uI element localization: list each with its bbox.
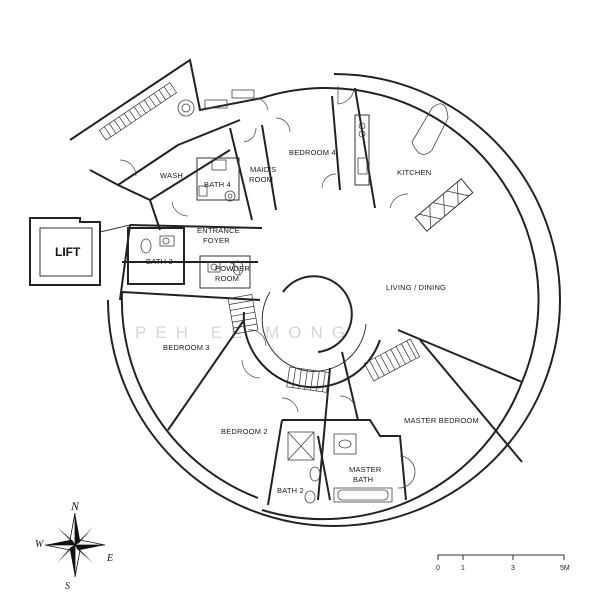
scale-label-1: 1	[461, 565, 465, 572]
label-powder-room-2: ROOM	[215, 274, 239, 283]
label-bath2: BATH 2	[277, 486, 304, 495]
service-stair	[98, 82, 255, 141]
bath4-fixtures	[198, 159, 236, 202]
lift-shaft	[29, 217, 131, 286]
watermark-text: PEH EE MONG	[135, 323, 354, 342]
scale-label-5m: 5M	[560, 565, 570, 572]
label-living-dining: LIVING / DINING	[386, 283, 446, 292]
scale-label-3: 3	[511, 565, 515, 572]
label-master-bedroom: MASTER BEDROOM	[404, 416, 479, 425]
label-bedroom2: BEDROOM 2	[221, 427, 268, 436]
label-maids-room-2: ROOM	[249, 175, 273, 184]
compass-rose: N S E W	[35, 499, 113, 592]
label-bath3: BATH 3	[146, 257, 173, 266]
label-powder-room-1: POWDER	[215, 264, 250, 273]
label-master-bath-1: MASTER	[349, 465, 382, 474]
label-kitchen: KITCHEN	[397, 168, 431, 177]
kitchen-fixtures	[354, 103, 474, 232]
label-wash: WASH	[160, 171, 183, 180]
door-swings	[119, 86, 409, 413]
compass-west-label: W	[35, 539, 45, 550]
scale-label-0: 0	[436, 565, 440, 572]
radial-walls	[121, 87, 523, 501]
label-bedroom3: BEDROOM 3	[163, 343, 210, 352]
label-lift: LIFT	[55, 245, 81, 259]
compass-east-label: E	[106, 553, 113, 564]
label-bath4: BATH 4	[204, 180, 231, 189]
compass-south-label: S	[65, 581, 70, 592]
label-entrance-foyer-1: ENTRANCE	[197, 226, 240, 235]
label-master-bath-2: BATH	[353, 475, 373, 484]
label-bedroom4: BEDROOM 4	[289, 148, 336, 157]
compass-north-label: N	[70, 499, 80, 513]
master-bath-fixtures	[267, 419, 416, 506]
outer-walls	[107, 73, 561, 527]
core-stairs	[227, 294, 421, 393]
scale-bar: 0 1 3 5M	[436, 554, 570, 572]
bath3-powder-block	[127, 227, 251, 289]
label-entrance-foyer-2: FOYER	[203, 236, 230, 245]
room-labels: WASH BATH 4 MAID'S ROOM BEDROOM 4 KITCHE…	[55, 148, 479, 495]
label-maids-room-1: MAID'S	[250, 165, 276, 174]
